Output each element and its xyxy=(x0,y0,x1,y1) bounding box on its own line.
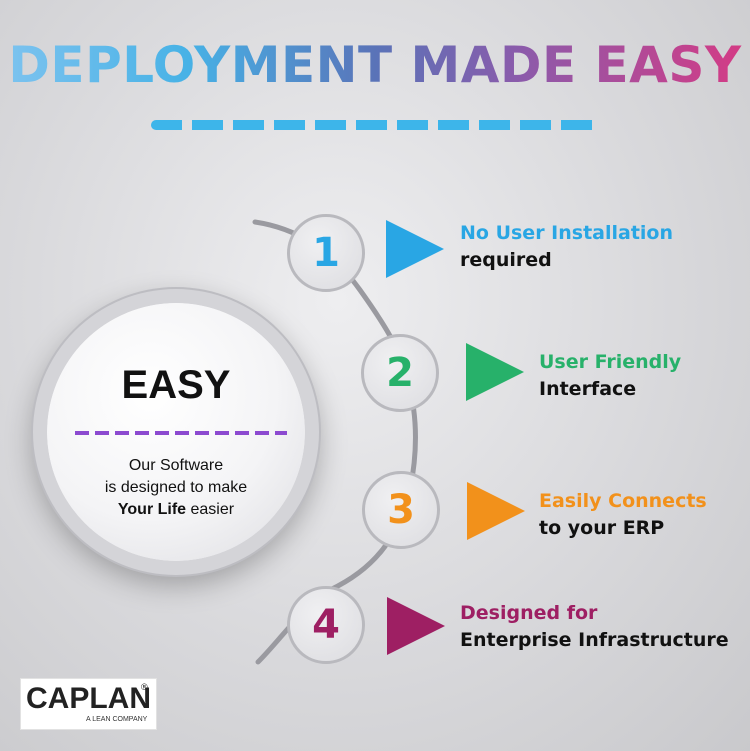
step-4-subtitle: Enterprise Infrastructure xyxy=(460,629,729,651)
logo-tagline: A LEAN COMPANY xyxy=(86,716,148,723)
step-1-number: 1 xyxy=(287,214,365,292)
easy-circle: EASY Our Software is designed to make Yo… xyxy=(47,303,305,561)
step-2-label: User Friendly Interface xyxy=(539,349,681,403)
easy-heading: EASY xyxy=(121,363,231,407)
step-3-subtitle: to your ERP xyxy=(539,517,665,539)
easy-line-3-bold: Your Life xyxy=(117,501,187,518)
step-4-label: Designed for Enterprise Infrastructure xyxy=(460,600,729,654)
step-2-subtitle: Interface xyxy=(539,378,637,400)
step-4-number: 4 xyxy=(287,586,365,664)
title-underline xyxy=(151,120,601,130)
step-1-title: No User Installation xyxy=(460,222,674,244)
step-3-title: Easily Connects xyxy=(539,490,707,512)
page-title: DEPLOYMENT MADE EASY xyxy=(0,36,750,94)
step-3-number: 3 xyxy=(362,471,440,549)
step-2-number: 2 xyxy=(361,334,439,412)
easy-line-1: Our Software xyxy=(128,457,224,474)
step-1-arrow-icon xyxy=(386,220,444,278)
easy-description: Our Software is designed to make Your Li… xyxy=(47,455,305,521)
easy-divider xyxy=(75,431,287,435)
step-2-title: User Friendly xyxy=(539,351,682,373)
easy-line-3: Your Life easier xyxy=(47,499,305,521)
step-2-arrow-icon xyxy=(466,343,524,401)
logo-registered-mark: ® xyxy=(141,682,148,692)
easy-line-3-rest: easier xyxy=(186,501,235,518)
step-3-label: Easily Connects to your ERP xyxy=(539,488,707,542)
step-3-arrow-icon xyxy=(467,482,525,540)
logo-wordmark: CAPLAN xyxy=(26,682,151,715)
caplan-logo: CAPLAN ® A LEAN COMPANY xyxy=(20,678,157,730)
step-4-arrow-icon xyxy=(387,597,445,655)
step-1-label: No User Installation required xyxy=(460,220,673,274)
easy-line-2: is designed to make xyxy=(104,479,248,496)
step-4-title: Designed for xyxy=(460,602,598,624)
step-1-subtitle: required xyxy=(460,249,552,271)
